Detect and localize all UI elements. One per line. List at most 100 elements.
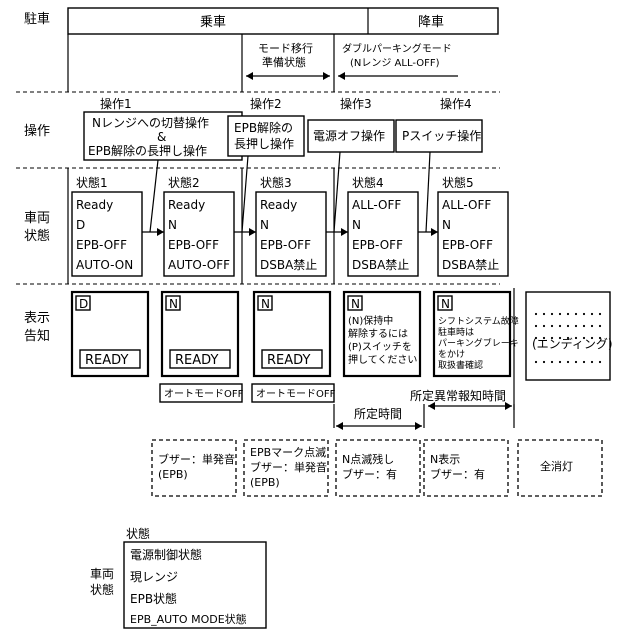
double-parking-line2: (Nレンジ ALL-OFF) [350, 58, 440, 69]
notification-line: EPBマーク点滅 [250, 446, 326, 459]
row-label-display-line1: 表示 [24, 311, 50, 326]
notification-line: ブザー：有 [342, 467, 397, 481]
ending-dot [583, 361, 585, 363]
ending-dot [583, 313, 585, 315]
exiting-label: 降車 [418, 15, 444, 30]
legend-item: 現レンジ [130, 570, 178, 584]
ending-dot [551, 313, 553, 315]
fixed-time-label: 所定時間 [354, 406, 402, 421]
ending-label: (エンディング) [532, 336, 613, 351]
ending-dot [559, 325, 561, 327]
state-item: Ready [260, 198, 297, 212]
state-item: N [168, 218, 177, 232]
state-item: AUTO-ON [76, 258, 133, 272]
legend-side-line1: 車両 [90, 567, 114, 581]
ending-dot [591, 361, 593, 363]
operation-1-pointer [150, 160, 158, 232]
ending-dot [551, 361, 553, 363]
legend-item: EPB_AUTO MODE状態 [130, 612, 247, 626]
state-item: Ready [76, 198, 113, 212]
double-parking-line1: ダブルパーキングモード [342, 42, 452, 55]
operation-1-title: 操作1 [100, 96, 132, 111]
display-message-line: 押してください [348, 353, 417, 366]
operation-3-line: 電源オフ操作 [313, 128, 385, 143]
ready-indicator: READY [175, 353, 218, 368]
row-label-operation: 操作 [24, 123, 50, 139]
state-item: EPB-OFF [260, 238, 311, 252]
riding-label: 乗車 [200, 15, 226, 30]
ending-dot [575, 325, 577, 327]
ending-dot [559, 361, 561, 363]
legend-item: EPB状態 [130, 591, 177, 606]
state-transition-arrowhead [249, 228, 256, 236]
ending-dot [559, 313, 561, 315]
ending-dot [591, 325, 593, 327]
state-title: 状態4 [352, 175, 384, 190]
parking-label: 駐車 [24, 12, 50, 27]
display-message-line: パーキングブレーキ [438, 337, 519, 349]
operation-4-title: 操作4 [440, 96, 472, 111]
operation-1-line: Nレンジへの切替操作 [92, 115, 209, 130]
state-item: ALL-OFF [442, 198, 491, 212]
state-item: N [352, 218, 361, 232]
operation-3-title: 操作3 [340, 96, 372, 111]
ending-dot [551, 325, 553, 327]
state-item: DSBA禁止 [442, 258, 499, 272]
state-transition-arrowhead [431, 228, 438, 236]
ready-indicator: READY [85, 353, 128, 368]
ending-dot [599, 361, 601, 363]
state-item: N [260, 218, 269, 232]
notification-line: ブザー：単発音 [158, 452, 235, 466]
row-label-vehicle-line1: 車両 [24, 211, 50, 226]
ending-dot [535, 313, 537, 315]
ending-dot [535, 361, 537, 363]
ending-dot [535, 325, 537, 327]
notification-line: ブザー：単発音 [250, 460, 327, 474]
auto-mode-off-label: オートモードOFF [256, 388, 336, 400]
display-panels: D READY N READY オートモードOFF N READY オートモードOFF N (N)… [72, 292, 613, 402]
ending-display-box [526, 292, 610, 380]
ending-dot [543, 313, 545, 315]
state-item: EPB-OFF [168, 238, 219, 252]
ending-dot [543, 361, 545, 363]
notification-line: (EPB) [250, 476, 280, 489]
state-item: ALL-OFF [352, 198, 401, 212]
state-item: D [76, 218, 85, 232]
legend-item: 電源制御状態 [130, 547, 202, 562]
state-transition-arrowhead [157, 228, 164, 236]
ending-dot [575, 313, 577, 315]
display-message-line: をかけ [438, 349, 465, 360]
state-title: 状態5 [442, 175, 474, 190]
display-message-line: (P)スイッチを [348, 341, 412, 353]
state-transition-arrowhead [341, 228, 348, 236]
notification-line: N表示 [430, 452, 460, 466]
state-item: N [442, 218, 451, 232]
notification-line: N点滅残し [342, 452, 394, 466]
state-title: 状態3 [260, 175, 292, 190]
ending-dot [543, 325, 545, 327]
legend-side-line2: 状態 [90, 582, 114, 597]
operation-2-line: 長押し操作 [234, 136, 294, 151]
state-item: DSBA禁止 [260, 258, 317, 272]
ready-indicator: READY [267, 353, 310, 368]
operation-2-title: 操作2 [250, 96, 282, 111]
gear-indicator: N [261, 297, 270, 311]
operation-2-pointer [242, 156, 248, 232]
gear-indicator: D [79, 297, 88, 311]
gear-indicator: N [169, 297, 178, 311]
mode-transition-line1: モード移行 [258, 42, 313, 55]
operation-1-line: EPB解除の長押し操作 [88, 143, 207, 158]
ending-dot [583, 325, 585, 327]
ending-dot [599, 325, 601, 327]
fixed-abnormal-time-label: 所定異常報知時間 [410, 388, 506, 403]
ending-dot [567, 361, 569, 363]
ending-dot [599, 313, 601, 315]
display-message-line: (N)保持中 [348, 314, 393, 327]
notification-line: ブザー：有 [430, 467, 485, 481]
gear-indicator: N [351, 297, 360, 311]
auto-mode-off-label: オートモードOFF [164, 388, 244, 400]
vehicle-states: 状態1ReadyDEPB-OFFAUTO-ON状態2ReadyNEPB-OFFA… [72, 175, 508, 276]
double-parking-arrowhead [338, 72, 345, 80]
operation-4-pointer [426, 152, 430, 232]
